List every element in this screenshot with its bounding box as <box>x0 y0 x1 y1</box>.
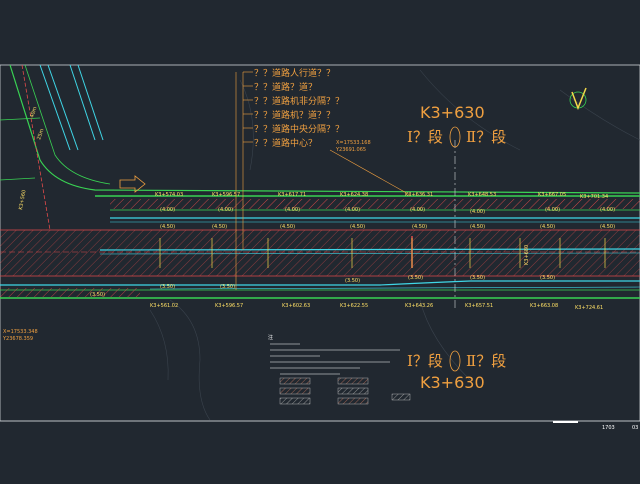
lane-width-labels: (4.50) (4.50) (4.50) (4.50) (4.50) (4.50… <box>160 224 615 230</box>
title-block-bar <box>553 421 578 423</box>
section-left-label-top: Ⅰ？段 <box>407 128 443 146</box>
callout-bike-separator: ？？道路机非分隔？？ <box>254 97 345 107</box>
svg-text:K3+680: K3+680 <box>524 245 530 265</box>
svg-text:K3+667.05: K3+667.05 <box>538 192 566 198</box>
svg-text:K3+643.26: K3+643.26 <box>405 303 433 309</box>
svg-text:(4.00): (4.00) <box>600 207 615 213</box>
svg-text:(4.50): (4.50) <box>600 224 615 230</box>
callout-bike-lane: ？？道路？道？ <box>254 83 318 93</box>
station-labels-bottom: (3.50) K3+561.02 K3+596.57 K3+602.63 K3+… <box>90 275 603 311</box>
notes-title: 注 <box>268 335 274 341</box>
svg-text:K3+617.71: K3+617.71 <box>278 192 306 198</box>
svg-text:(3.50): (3.50) <box>90 292 105 298</box>
topo-lines <box>149 69 640 421</box>
title-block-sheet: 1703 <box>602 425 615 431</box>
coord-x-left: X=17533.348 <box>3 329 38 335</box>
svg-text:K3+724.61: K3+724.61 <box>575 305 603 311</box>
svg-text:K3+624.38: K3+624.38 <box>340 192 368 198</box>
svg-text:K3+602.63: K3+602.63 <box>282 303 310 309</box>
title-block-code: 03 <box>632 425 639 431</box>
svg-text:K3+560: K3+560 <box>18 189 27 210</box>
svg-text:40m: 40m <box>29 106 38 119</box>
callout-median: ？？道路中央分隔？？ <box>254 125 345 135</box>
svg-text:K3+657.51: K3+657.51 <box>465 303 493 309</box>
coord-x-top: X=17533.168 <box>336 140 371 146</box>
callout-sidewalk: ？？道路人行道？？ <box>254 69 336 79</box>
svg-text:(3.50): (3.50) <box>345 278 360 284</box>
svg-text:(3.50): (3.50) <box>470 275 485 281</box>
svg-text:(4.50): (4.50) <box>412 224 427 230</box>
svg-text:K3+561.02: K3+561.02 <box>150 303 178 309</box>
svg-text:(3.50): (3.50) <box>540 275 555 281</box>
callout-motor-lane: ？？道路机？道？？ <box>254 111 336 121</box>
callout-leaders <box>235 71 411 290</box>
section-right-label-bottom: Ⅱ？段 <box>466 352 507 370</box>
cross-road <box>0 64 640 231</box>
station-label-top: K3+630 <box>420 103 485 122</box>
svg-text:K3+596.57: K3+596.57 <box>215 303 243 309</box>
station-ticks <box>159 238 606 268</box>
svg-text:(4.50): (4.50) <box>212 224 227 230</box>
legend-swatches <box>279 377 411 405</box>
svg-text:(3.50): (3.50) <box>408 275 423 281</box>
svg-text:K3+648.53: K3+648.53 <box>468 192 496 198</box>
station-labels-top: K3+574.03 K3+596.57 K3+617.71 K3+624.38 … <box>155 192 615 215</box>
svg-text:K3+574.03: K3+574.03 <box>155 192 183 198</box>
north-arrow-icon <box>569 87 587 111</box>
svg-text:(4.50): (4.50) <box>280 224 295 230</box>
coord-y-left: Y23678.359 <box>3 336 34 342</box>
svg-text:(4.50): (4.50) <box>470 224 485 230</box>
svg-text:K3+663.08: K3+663.08 <box>530 303 558 309</box>
svg-text:(4.00): (4.00) <box>160 207 175 213</box>
section-break-icon <box>449 126 461 372</box>
svg-text:(4.50): (4.50) <box>160 224 175 230</box>
svg-text:(4.00): (4.00) <box>218 207 233 213</box>
section-left-label-bottom: Ⅰ？段 <box>407 352 443 370</box>
station-label-bottom: K3+630 <box>420 373 485 392</box>
svg-text:K3+596.57: K3+596.57 <box>212 192 240 198</box>
svg-text:K3+636.31: K3+636.31 <box>405 192 433 198</box>
notes-lines <box>270 343 400 375</box>
coords-left: X=17533.348 Y23678.359 <box>3 329 38 343</box>
svg-text:25m: 25m <box>36 128 45 141</box>
svg-text:(3.50): (3.50) <box>160 284 175 290</box>
sidewalk-bottom <box>0 288 140 297</box>
coords-top: X=17533.168 Y23691.065 <box>336 140 371 154</box>
svg-text:(4.00): (4.00) <box>545 207 560 213</box>
svg-text:K3+701.34: K3+701.34 <box>580 194 608 200</box>
svg-text:(4.50): (4.50) <box>350 224 365 230</box>
direction-arrow-icon <box>119 175 146 193</box>
svg-text:(4.50): (4.50) <box>540 224 555 230</box>
left-dimensions: 40m 25m K3+560 K3+680 <box>18 106 530 265</box>
section-right-label-top: Ⅱ？段 <box>466 128 507 146</box>
coord-y-top: Y23691.065 <box>336 147 367 153</box>
sidewalk-top <box>110 199 640 209</box>
lane-lines <box>0 217 640 290</box>
svg-text:(3.50): (3.50) <box>220 284 235 290</box>
svg-text:(4.00): (4.00) <box>470 209 485 215</box>
svg-text:(4.00): (4.00) <box>285 207 300 213</box>
svg-text:K3+622.55: K3+622.55 <box>340 303 368 309</box>
svg-text:(4.00): (4.00) <box>345 207 360 213</box>
callout-centerline: ？？道路中心？ <box>254 139 318 149</box>
svg-text:(4.00): (4.00) <box>410 207 425 213</box>
legend-callouts: ？？道路人行道？？ ？？道路？道？ ？？道路机非分隔？？ ？？道路机？道？？ ？… <box>254 67 374 151</box>
